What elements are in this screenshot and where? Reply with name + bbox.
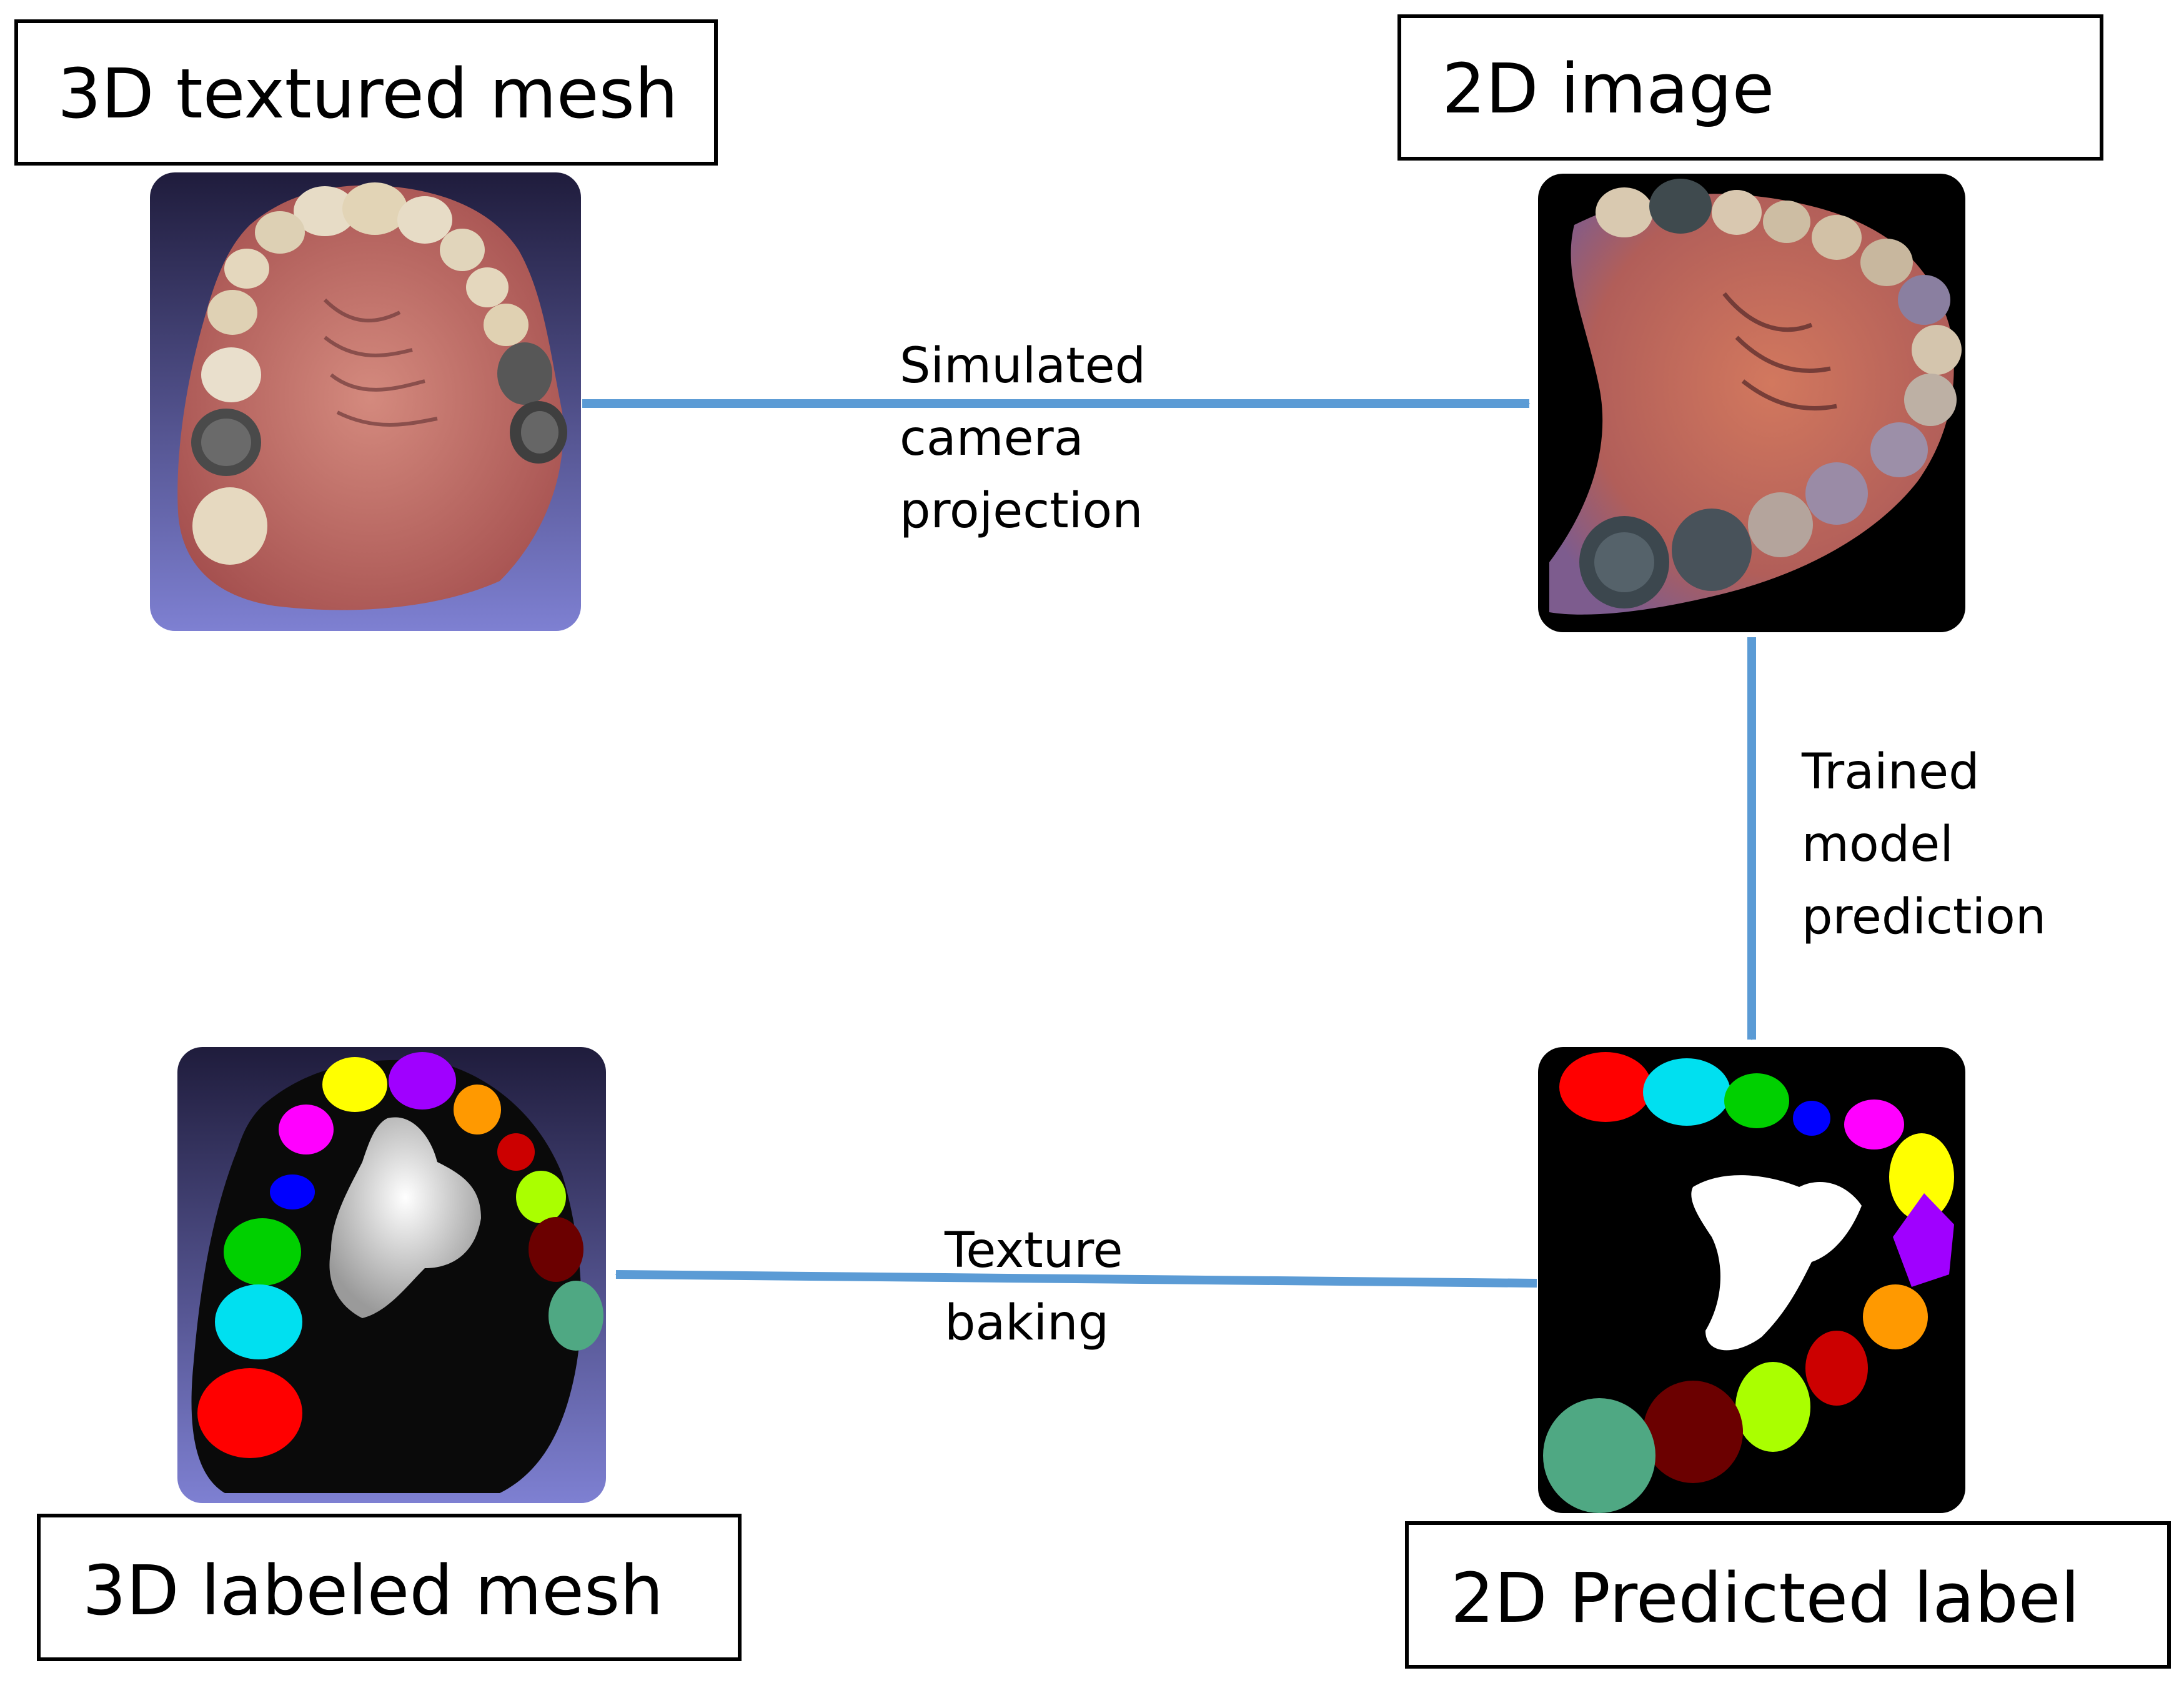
edge-label-line: projection [900, 483, 1143, 539]
edge-label-line: baking [945, 1295, 1109, 1351]
textured-mesh-image [150, 172, 581, 631]
title-box [1397, 14, 2103, 161]
edge-label-projection: Simulated camera projection [900, 338, 1146, 539]
edge-label-baking: Texture baking [944, 1223, 1123, 1351]
edge-label-prediction: Trained model prediction [1801, 744, 2046, 945]
node-predicted-label-title: 2D Predicted label [1405, 1521, 2171, 1669]
node-labeled-mesh-title: 3D labeled mesh [37, 1514, 742, 1661]
title-box [1405, 1521, 2171, 1669]
predicted-label-image [1538, 1047, 1965, 1513]
edge-label-line: Trained [1801, 744, 1980, 800]
arrow-baking [615, 1270, 1537, 1288]
node-title: 2D Predicted label [1451, 1558, 2080, 1638]
title-box [37, 1514, 742, 1661]
title-box [14, 19, 718, 166]
image-2d-render [1538, 174, 1965, 632]
node-title: 3D textured mesh [57, 54, 678, 134]
edge-label-line: model [1802, 817, 1953, 873]
labeled-mesh-image [177, 1047, 606, 1503]
edge-label-line: Simulated [900, 338, 1146, 394]
edge-label-line: camera [900, 410, 1084, 467]
edge-label-line: prediction [1802, 889, 2046, 945]
node-title: 3D labeled mesh [82, 1551, 663, 1631]
node-textured-mesh-title: 3D textured mesh [14, 19, 718, 166]
node-title: 2D image [1442, 49, 1774, 129]
node-image-2d-title: 2D image [1397, 14, 2103, 161]
edge-label-line: Texture [944, 1223, 1123, 1279]
